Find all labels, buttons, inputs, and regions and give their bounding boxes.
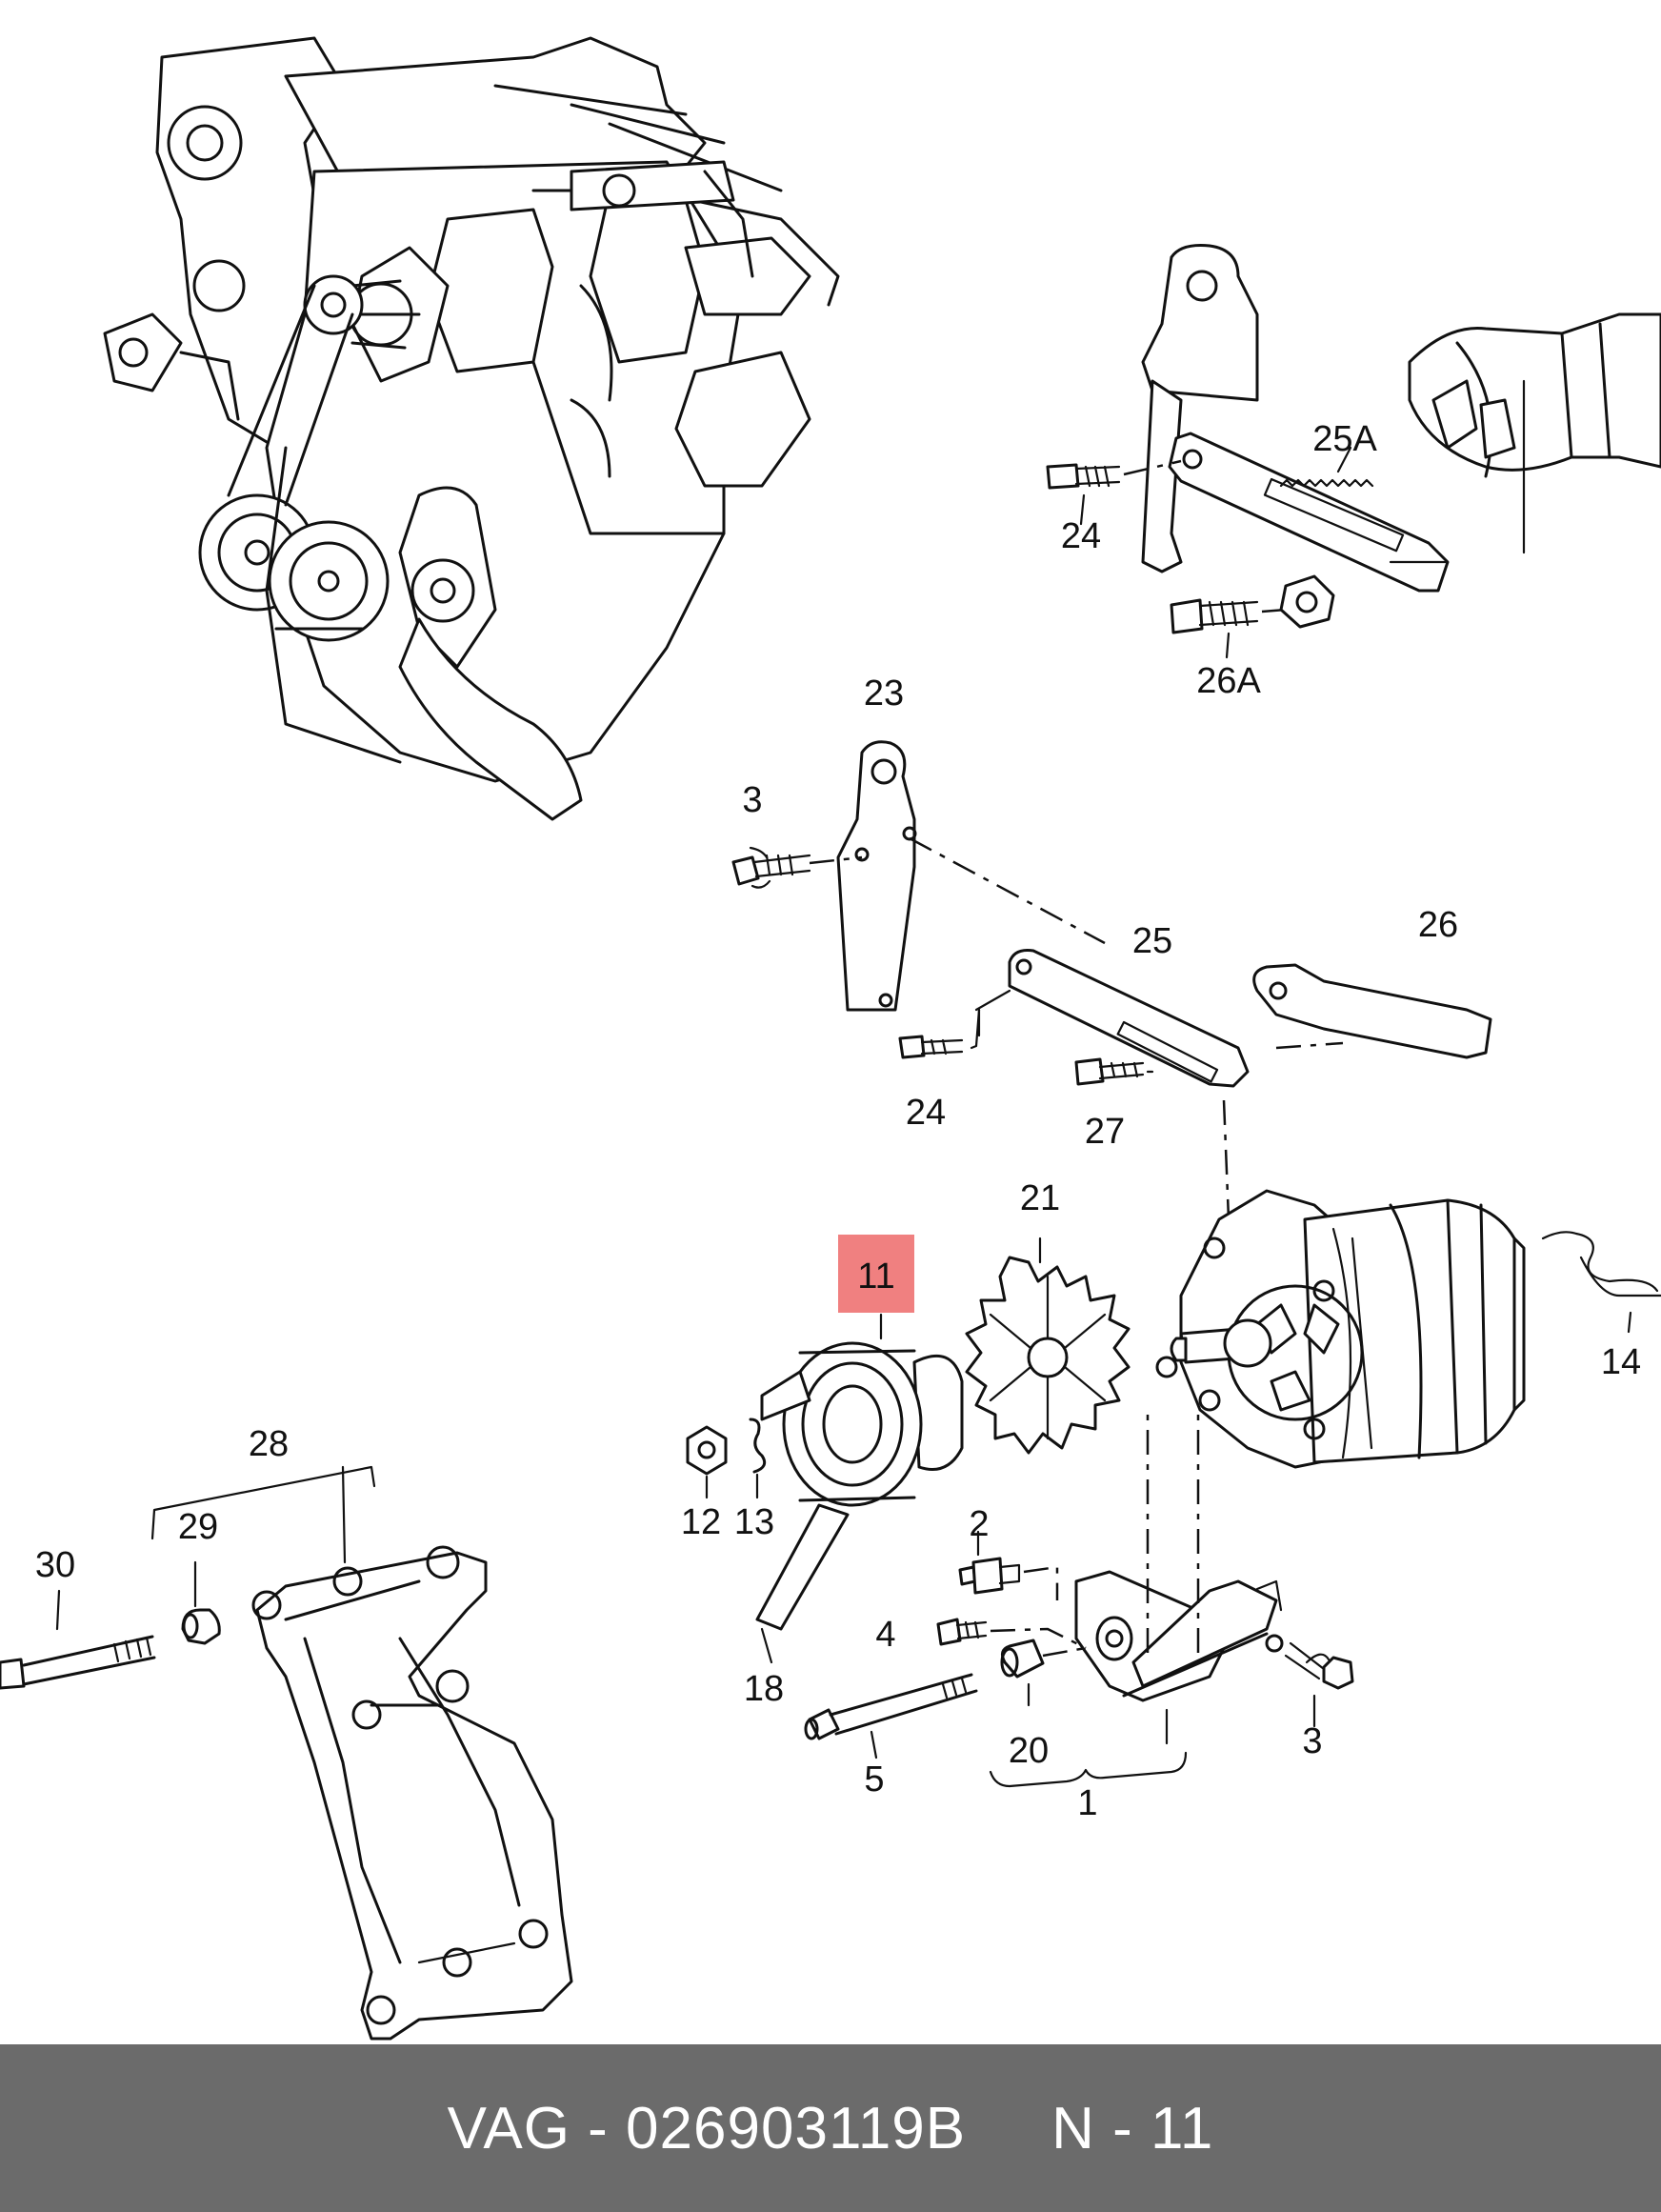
callout-23: 23 (864, 674, 904, 714)
callout-3-bottom: 3 (1302, 1721, 1322, 1761)
callout-1: 1 (1077, 1783, 1097, 1823)
bolt-3b-drawing (1284, 1641, 1354, 1728)
engine-assembly-drawing (103, 36, 840, 821)
engine-mount-bracket-drawing (0, 1465, 573, 2041)
callout-29: 29 (178, 1507, 218, 1547)
callout-12: 12 (681, 1502, 721, 1542)
mounting-bracket-1-drawing (1074, 1410, 1284, 1745)
footer-part-number: VAG - 026903119B (447, 2095, 967, 2162)
bracket-group-25 (731, 740, 1492, 1220)
callout-14: 14 (1601, 1342, 1641, 1382)
clip-13-drawing (749, 1418, 767, 1499)
footer-bar: VAG - 026903119B N - 11 (0, 2044, 1661, 2212)
callout-27: 27 (1085, 1112, 1125, 1152)
callout-18: 18 (744, 1669, 784, 1709)
bolt-4-drawing (936, 1618, 1087, 1650)
callout-3-top: 3 (742, 780, 762, 820)
callout-24-mid: 24 (906, 1093, 946, 1133)
callout-13: 13 (734, 1502, 774, 1542)
callout-26a: 26A (1196, 661, 1261, 701)
callout-30: 30 (35, 1545, 75, 1585)
callout-11: 11 (857, 1257, 894, 1297)
nut-12-drawing (686, 1425, 728, 1499)
callout-28: 28 (249, 1424, 289, 1464)
callout-20: 20 (1009, 1731, 1049, 1771)
pulley-belt-drawing (755, 1313, 964, 1664)
callout-25: 25 (1132, 921, 1172, 961)
callout-5: 5 (864, 1760, 884, 1800)
bracket-brace-1 (989, 1751, 1188, 1788)
bolt-5-drawing (804, 1673, 978, 1760)
callout-21: 21 (1020, 1178, 1060, 1218)
fan-drawing (965, 1237, 1131, 1455)
footer-reference: N - 11 (1051, 2095, 1214, 2162)
bracket-group-25a (1046, 244, 1661, 659)
callout-25a: 25A (1312, 419, 1377, 459)
callout-4: 4 (875, 1615, 895, 1655)
alternator-drawing (1155, 1189, 1661, 1469)
callout-2: 2 (969, 1504, 989, 1544)
callout-24-top: 24 (1061, 516, 1101, 556)
callout-26: 26 (1418, 905, 1458, 945)
exploded-parts-diagram: 23 3 25 26 24 27 24 25A 26A 21 11 12 13 … (0, 36, 1661, 2041)
sleeve-20-drawing (1000, 1639, 1087, 1707)
bolt-2-drawing (958, 1530, 1059, 1600)
highlight-box (838, 1235, 914, 1313)
